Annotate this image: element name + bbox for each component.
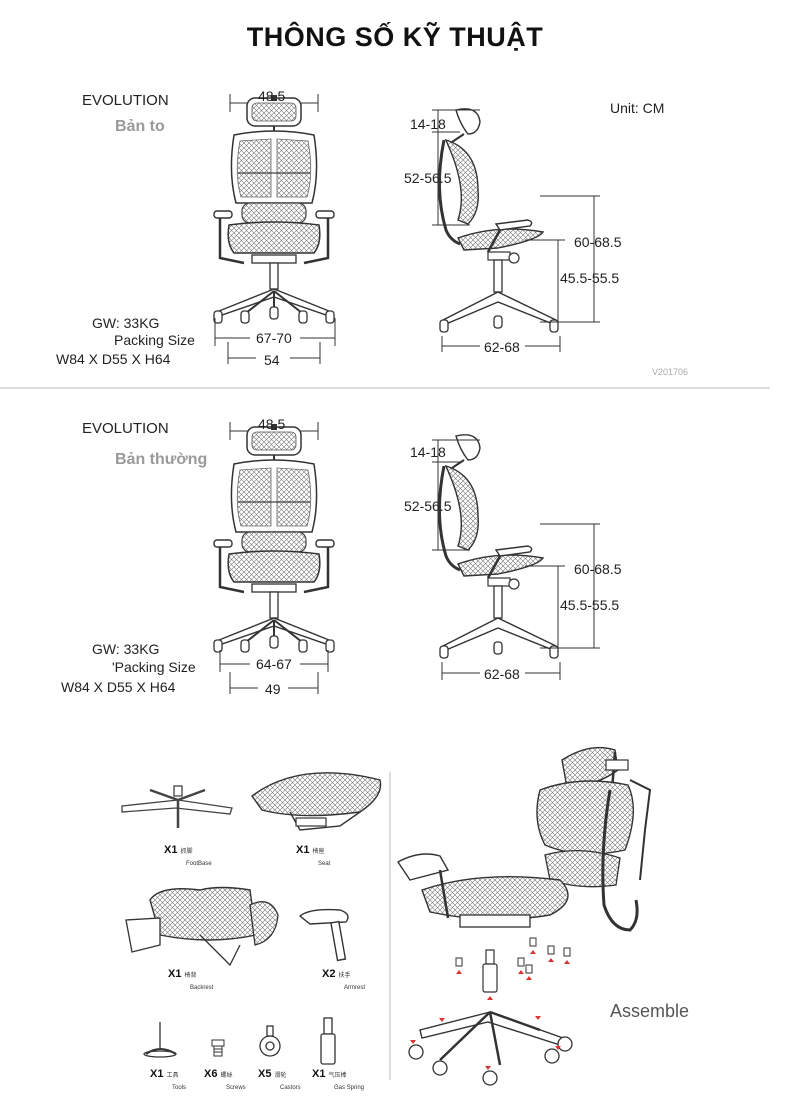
dimension-lines-front-large [214, 94, 336, 364]
version-code: V201706 [652, 367, 689, 377]
packing-size-value: W84 X D55 X H64 [56, 351, 171, 367]
unit-label: Unit: CM [610, 100, 665, 116]
dim-headrest-adj: 14-18 [410, 444, 446, 460]
front-view-large [212, 93, 336, 325]
assembly-drawing [396, 746, 652, 1086]
dim-base-width: 54 [264, 352, 280, 368]
dim-base-width: 49 [265, 681, 281, 697]
dim-base-depth: 62-68 [484, 339, 520, 355]
gross-weight: GW: 33KG [92, 315, 160, 331]
dim-seat-width: 64-67 [256, 656, 292, 672]
packing-size-value: W84 X D55 X H64 [61, 679, 176, 695]
dim-armrest-height: 60-68.5 [574, 234, 622, 250]
side-view-standard [437, 433, 560, 660]
dim-headrest-width: 48.5 [258, 416, 286, 432]
side-view-large [437, 107, 560, 334]
part-screws-drawing [211, 1039, 225, 1057]
part-seat-drawing [251, 772, 382, 831]
dim-headrest-adj: 14-18 [410, 116, 446, 132]
part-footbase-drawing [121, 785, 233, 828]
part-castors-drawing [259, 1025, 281, 1057]
packing-size-label: 'Packing Size [112, 659, 196, 675]
model-name: EVOLUTION [82, 420, 169, 437]
dimension-lines-front-standard [219, 422, 329, 694]
gross-weight: GW: 33KG [92, 641, 160, 657]
page-title: THÔNG SỐ KỸ THUẬT [246, 22, 544, 52]
dim-back-height: 52-56.5 [404, 498, 452, 514]
front-view-standard [212, 422, 336, 654]
dim-seat-width: 67-70 [256, 330, 292, 346]
packing-size-label: Packing Size [114, 332, 195, 348]
part-gas-spring-drawing [320, 1017, 336, 1065]
dim-base-depth: 62-68 [484, 666, 520, 682]
dim-back-height: 52-56.5 [404, 170, 452, 186]
part-tools-drawing [143, 1022, 177, 1058]
dimension-lines-side-standard [432, 439, 600, 680]
model-name: EVOLUTION [82, 92, 169, 109]
dim-seat-height: 45.5-55.5 [560, 270, 620, 286]
dimension-lines-side-large [432, 109, 600, 352]
dim-headrest-width: 48.5 [258, 88, 286, 104]
part-armrest-drawing [298, 908, 349, 962]
variant-label: Bản thường [115, 451, 208, 468]
dim-seat-height: 45.5-55.5 [560, 597, 620, 613]
part-backrest-drawing [125, 886, 279, 967]
assemble-label: Assemble [610, 1001, 690, 1021]
variant-label: Bản to [115, 118, 165, 135]
dim-armrest-height: 60-68.5 [574, 561, 622, 577]
